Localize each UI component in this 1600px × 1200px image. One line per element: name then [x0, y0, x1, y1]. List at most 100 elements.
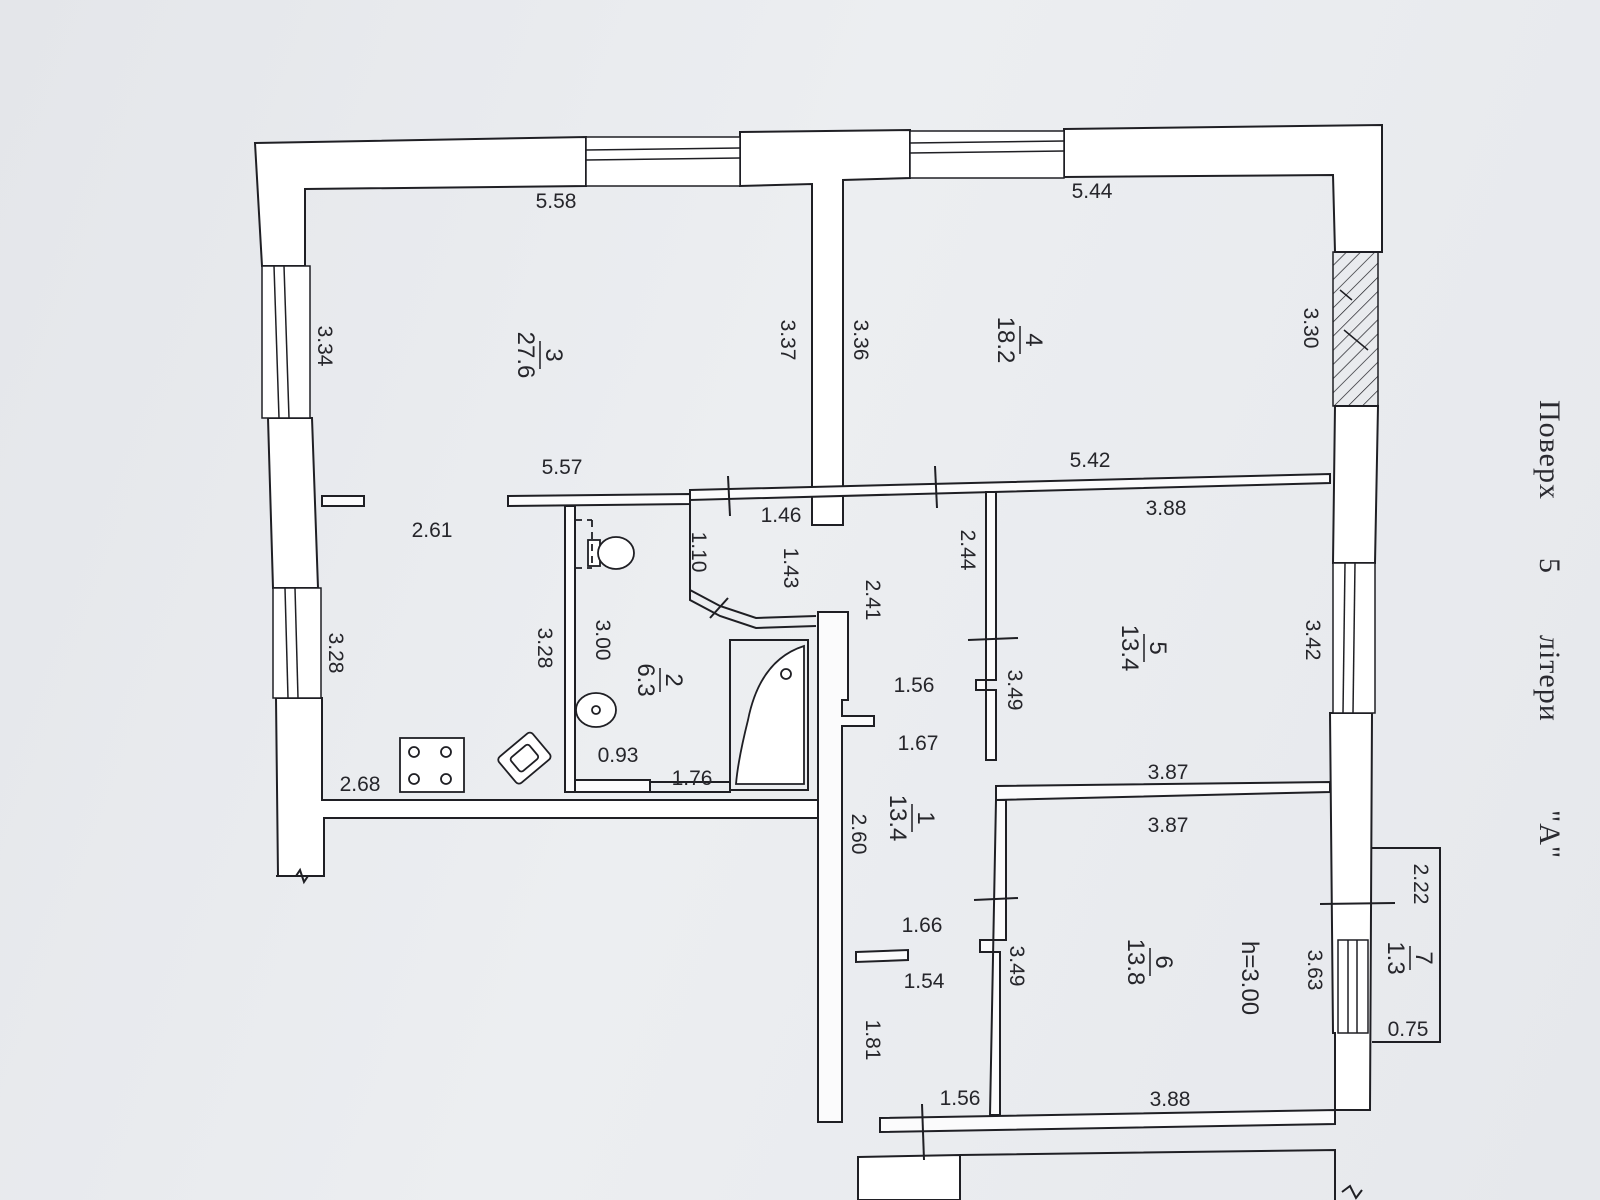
bathroom-niche-wall [689, 504, 817, 630]
window-top-right [909, 130, 1065, 179]
door-mark-balcony [1319, 902, 1396, 905]
exterior-wall-right-lower [1328, 712, 1374, 1111]
room-6-number: 6 [1150, 955, 1177, 968]
bathroom-niche-inner [689, 589, 817, 620]
dim-r7-a: 2.22 [1409, 864, 1432, 905]
wall-bath-bottom [650, 781, 731, 793]
dim-r3-inner: 2.61 [412, 519, 453, 542]
door-mark-2 [934, 465, 938, 509]
dim-corridor-c: 2.41 [861, 580, 884, 621]
room-4-area: 18.2 [992, 317, 1019, 364]
dim-r3-bottom: 2.68 [340, 773, 381, 796]
wall-r5-left [975, 491, 997, 761]
bathtub [735, 644, 805, 785]
window-left-lower [272, 587, 322, 699]
dim-r6-right: 3.63 [1303, 950, 1326, 991]
bathtub-frame [729, 639, 809, 791]
dim-r4-left: 3.36 [849, 320, 872, 361]
exterior-wall-right [1331, 405, 1380, 564]
wall-stub-left [321, 495, 365, 507]
room-4-number: 4 [1020, 333, 1047, 346]
door-mark-entrance [921, 1103, 925, 1161]
dim-r1-b: 1.67 [898, 732, 939, 755]
title-litera-word: літери [1533, 635, 1566, 722]
balcony-outline [1372, 847, 1441, 1043]
dim-r4-right: 3.30 [1299, 308, 1322, 349]
room-1-label: 1 13.4 [884, 795, 939, 842]
dim-r1-a: 1.56 [894, 674, 935, 697]
dim-r5-top: 3.88 [1146, 497, 1187, 520]
room-6-area: 13.8 [1122, 939, 1149, 986]
room-5-label: 5 13.4 [1116, 625, 1171, 672]
window-balcony [1337, 939, 1369, 1034]
shaft-marks [1339, 289, 1369, 351]
room-3-area: 27.6 [512, 332, 539, 379]
window-right [1332, 562, 1376, 714]
room-5-area: 13.4 [1116, 625, 1143, 672]
exterior-wall-top-middle [739, 128, 911, 526]
dim-r5-right: 3.42 [1301, 620, 1324, 661]
room-1-area: 13.4 [884, 795, 911, 842]
dim-r3-mid: 5.57 [542, 456, 583, 479]
break-mark-right [1341, 1184, 1363, 1200]
dim-r2-niche: 1.10 [687, 532, 710, 573]
wall-r6-left [979, 799, 1007, 1116]
title-litera-value: "А" [1533, 810, 1566, 859]
dim-r2-left: 3.00 [591, 620, 614, 661]
plan-title: Поверх 5 літери "А" [1533, 400, 1566, 859]
room-2-area: 6.3 [632, 663, 659, 696]
wall-stairwell [857, 1153, 961, 1200]
dim-r6-left: 3.49 [1005, 946, 1028, 987]
dim-r3-left-lower: 3.28 [324, 633, 347, 674]
door-mark-3 [709, 597, 729, 619]
wall-bottom [879, 1108, 1336, 1134]
wall-kitchen-corridor [507, 492, 691, 508]
dim-r3-left-upper: 3.34 [313, 326, 336, 367]
dim-r1-d: 1.66 [902, 914, 943, 937]
dim-r1-e: 1.54 [904, 970, 945, 993]
dim-r6-bottom: 3.88 [1150, 1088, 1191, 1111]
bathtub-drain [780, 668, 792, 680]
dim-corridor-d: 2.44 [956, 530, 979, 571]
wall-bathroom-left [564, 505, 576, 793]
window-top-left [585, 136, 741, 187]
dim-r5-bottom: 3.87 [1148, 761, 1189, 784]
dim-r1-c: 2.60 [847, 814, 870, 855]
dim-r3-partition: 3.28 [533, 628, 556, 669]
room-5-number: 5 [1144, 641, 1171, 654]
dim-corridor-a: 1.46 [761, 504, 802, 527]
room-2-number: 2 [660, 673, 687, 686]
room-4-label: 4 18.2 [992, 317, 1047, 364]
ventilation-shaft [1332, 251, 1379, 407]
dim-r2-bottom-b: 1.76 [672, 767, 713, 790]
wall-stairwell-right [959, 1148, 1336, 1200]
sink [575, 692, 617, 728]
room-7-area: 1.3 [1382, 941, 1409, 974]
dim-r1-f: 1.81 [861, 1020, 884, 1061]
dim-corridor-b: 1.43 [779, 548, 802, 589]
dim-r4-top: 5.44 [1072, 180, 1113, 203]
wall-r1-pantry [855, 948, 909, 964]
dim-r3-right: 3.37 [776, 320, 799, 361]
room-2-label: 2 6.3 [632, 663, 687, 696]
exterior-wall-left-mid [266, 417, 320, 589]
dim-r4-bottom: 5.42 [1070, 449, 1111, 472]
title-floor-number: 5 [1533, 558, 1566, 574]
stove [399, 737, 465, 793]
room-1-number: 1 [912, 811, 939, 824]
dim-r7-b: 0.75 [1388, 1018, 1429, 1041]
room-6-label: 6 13.8 [1122, 939, 1177, 986]
wall-bathroom-bottom [574, 779, 651, 793]
dim-r5-left: 3.49 [1003, 670, 1026, 711]
window-left-upper [261, 265, 311, 419]
door-mark-5 [973, 897, 1019, 901]
door-mark-1 [727, 475, 731, 517]
wall-column-center [817, 611, 875, 1123]
dim-r6-top: 3.87 [1148, 814, 1189, 837]
wall-r5-r6 [995, 780, 1331, 802]
dim-r3-top: 5.58 [536, 190, 577, 213]
title-floor-word: Поверх [1533, 400, 1566, 500]
room-3-number: 3 [540, 348, 567, 361]
ceiling-height: h=3.00 [1236, 941, 1263, 1015]
